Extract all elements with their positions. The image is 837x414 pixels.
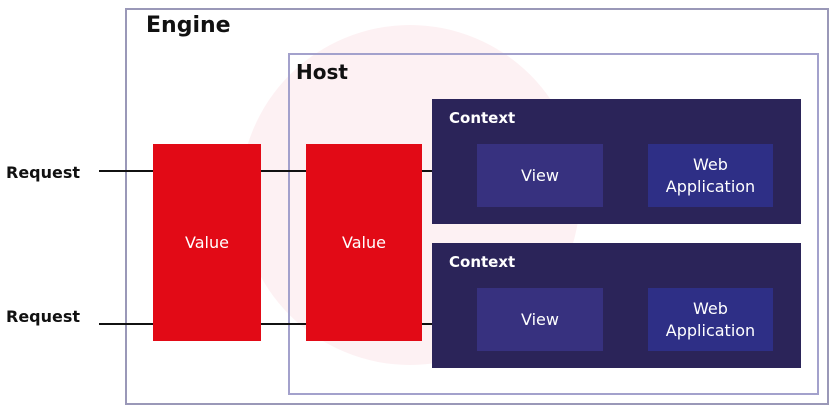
engine-box	[125, 8, 829, 405]
request-label: Request	[6, 163, 81, 182]
context-title: Context	[449, 253, 516, 271]
host-box	[288, 53, 819, 395]
host-title: Host	[296, 60, 348, 84]
request-label: Request	[6, 307, 81, 326]
host-value-box: Value	[306, 144, 422, 341]
engine-value-box: Value	[153, 144, 261, 341]
connector-line	[261, 170, 306, 172]
view-box: View	[477, 288, 603, 351]
connector-line	[99, 323, 153, 325]
connector-line	[261, 323, 306, 325]
view-box: View	[477, 144, 603, 207]
context-title: Context	[449, 109, 516, 127]
connector-line	[99, 170, 153, 172]
engine-title: Engine	[146, 13, 231, 38]
